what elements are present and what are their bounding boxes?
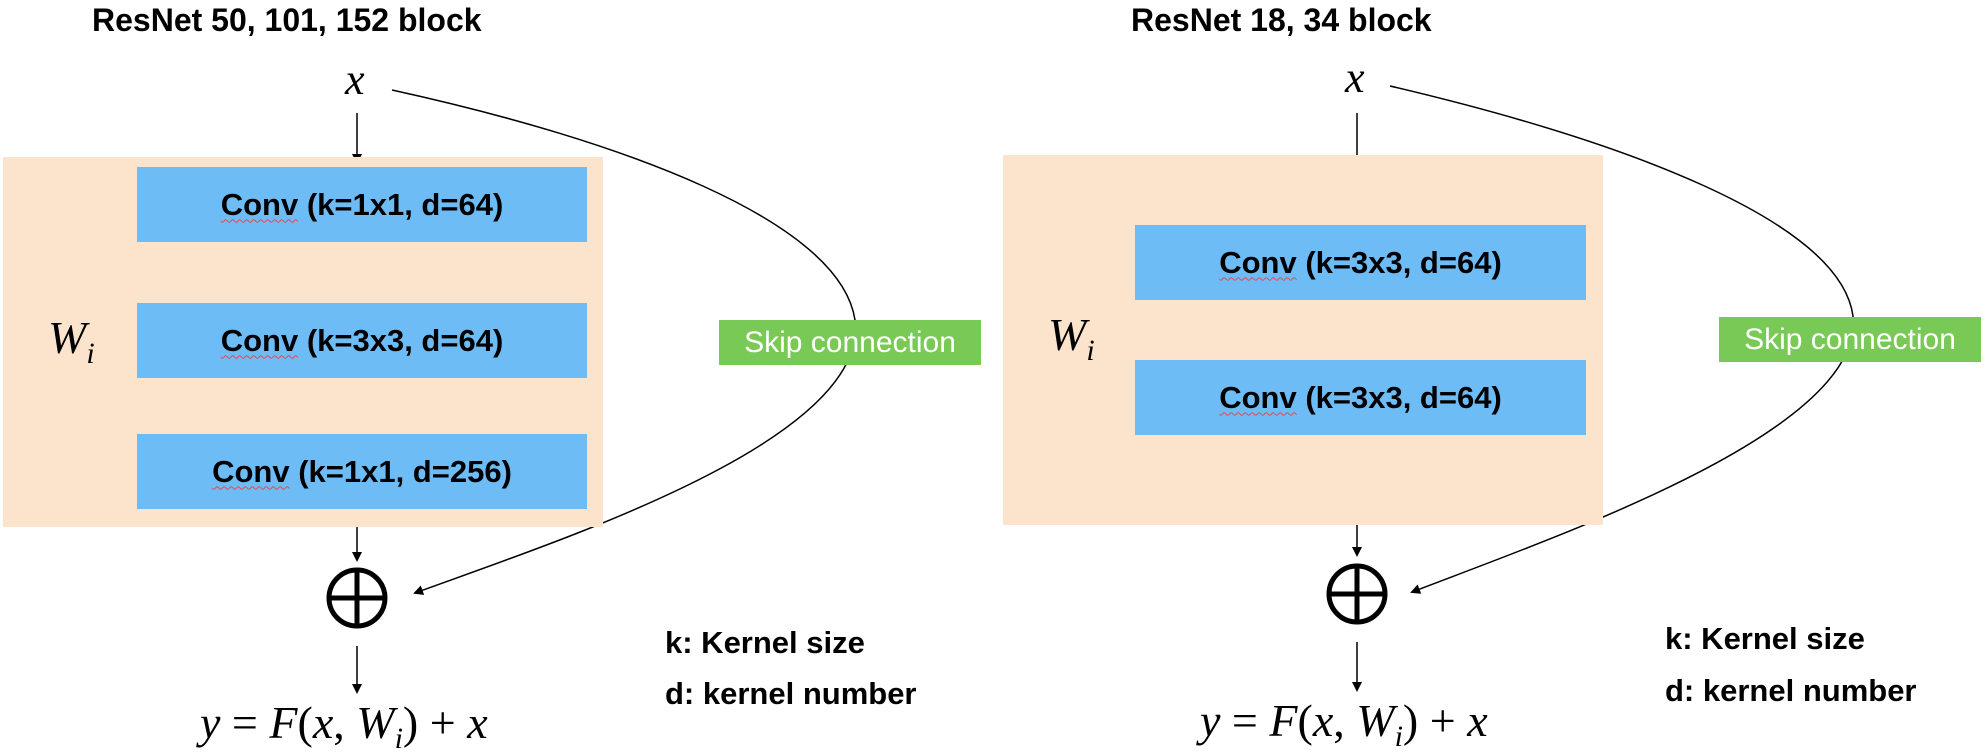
left-formula-comma: , — [333, 697, 357, 748]
left-conv-2: Conv (k=3x3, d=64) — [137, 303, 587, 378]
left-formula-eq: = — [220, 697, 270, 748]
right-conv-1-params: (k=3x3, d=64) — [1296, 244, 1502, 280]
right-formula-w: W — [1356, 695, 1395, 746]
left-weights-symbol: W — [48, 312, 87, 363]
left-conv-1: Conv (k=1x1, d=64) — [137, 167, 587, 242]
right-formula-x2: x — [1467, 695, 1488, 746]
left-formula-open: ( — [297, 697, 313, 748]
right-formula-plus: + — [1418, 695, 1468, 746]
left-conv-3-params: (k=1x1, d=256) — [289, 453, 512, 489]
right-weights-label: Wi — [1048, 312, 1095, 366]
right-input-x: x — [1345, 53, 1365, 102]
right-formula-close: ) — [1402, 695, 1419, 746]
left-skip-connection-label: Skip connection — [719, 320, 981, 365]
right-skip-connection-label: Skip connection — [1719, 317, 1981, 362]
right-legend-kernel-size: k: Kernel size — [1665, 621, 1865, 656]
left-formula-w: W — [356, 697, 395, 748]
left-formula-x: x — [312, 697, 334, 748]
left-input-x: x — [345, 55, 365, 104]
left-output-formula: y = F(x, Wi) + x — [200, 700, 488, 754]
left-conv-2-word: Conv — [220, 322, 299, 358]
left-block-title: ResNet 50, 101, 152 block — [92, 2, 482, 38]
right-formula-x: x — [1312, 695, 1334, 746]
right-conv-2-params: (k=3x3, d=64) — [1296, 379, 1502, 415]
left-weights-subscript: i — [86, 337, 95, 371]
left-add-operator-icon — [326, 567, 388, 629]
right-weights-subscript: i — [1086, 334, 1095, 368]
left-formula-close: ) — [402, 697, 419, 748]
right-weights-region — [1003, 155, 1603, 525]
right-add-operator-icon — [1326, 563, 1388, 625]
left-conv-2-params: (k=3x3, d=64) — [298, 322, 504, 358]
left-formula-plus: + — [418, 697, 468, 748]
right-formula-f: F — [1269, 695, 1298, 746]
left-conv-3-word: Conv — [212, 453, 290, 489]
left-conv-1-params: (k=1x1, d=64) — [298, 186, 504, 222]
right-formula-eq: = — [1220, 695, 1270, 746]
left-formula-f: F — [269, 697, 298, 748]
left-formula-w-sub: i — [394, 722, 403, 755]
right-weights-symbol: W — [1048, 309, 1087, 360]
left-conv-3: Conv (k=1x1, d=256) — [137, 434, 587, 509]
left-formula-y: y — [200, 697, 221, 748]
right-output-formula: y = F(x, Wi) + x — [1200, 698, 1488, 752]
left-legend-kernel-number: d: kernel number — [665, 676, 917, 711]
right-conv-1-word: Conv — [1219, 244, 1297, 280]
right-skip-connection-curve — [1389, 85, 1854, 594]
right-conv-2-word: Conv — [1219, 379, 1297, 415]
left-legend-kernel-size: k: Kernel size — [665, 625, 865, 660]
right-formula-y: y — [1200, 695, 1221, 746]
left-formula-x2: x — [467, 697, 488, 748]
right-block-title: ResNet 18, 34 block — [1131, 2, 1432, 38]
right-formula-comma: , — [1333, 695, 1357, 746]
left-conv-1-word: Conv — [220, 186, 299, 222]
right-conv-2: Conv (k=3x3, d=64) — [1135, 360, 1586, 435]
right-conv-1: Conv (k=3x3, d=64) — [1135, 225, 1586, 300]
right-formula-open: ( — [1297, 695, 1313, 746]
right-legend-kernel-number: d: kernel number — [1665, 673, 1917, 708]
left-weights-label: Wi — [48, 315, 95, 369]
right-formula-w-sub: i — [1394, 720, 1403, 754]
